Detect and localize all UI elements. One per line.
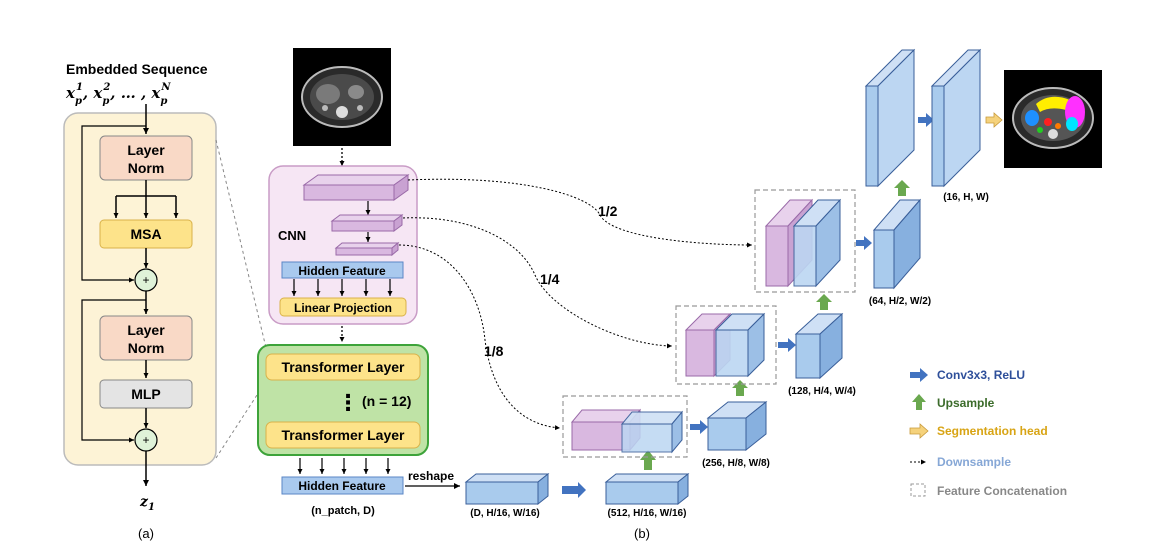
concat-box-1-2 — [754, 189, 856, 293]
upsample-arrow-1 — [640, 450, 656, 470]
caption-a: (a) — [138, 526, 154, 541]
caption-b: (b) — [634, 526, 650, 541]
legend-upsample-label: Upsample — [937, 396, 995, 410]
legend-seghead-label: Segmentation head — [937, 424, 1048, 438]
legend-concat-icon — [910, 483, 926, 497]
reshape-label: reshape — [408, 469, 454, 483]
dim-512: (512, H/16, W/16) — [608, 508, 687, 519]
dim-16: (16, H, W) — [943, 192, 989, 203]
conv-arrow-4 — [856, 236, 872, 250]
n-layers-label: (n = 12) — [362, 393, 411, 409]
legend-upsample-icon — [912, 394, 926, 410]
transformer-layer-1-label: Transformer Layer — [282, 359, 405, 375]
cnn-feature-3 — [334, 241, 400, 257]
hidden-feature-1 — [281, 261, 404, 279]
conv-arrow-3 — [778, 338, 796, 352]
transformer-layer-n — [265, 421, 421, 449]
mlp-label: MLP — [131, 386, 161, 402]
legend-seghead-icon — [909, 423, 929, 439]
output-z1: z1 — [139, 494, 155, 513]
block-512-h16 — [604, 472, 690, 506]
up-feature-1-8 — [620, 410, 684, 454]
block-64-h2 — [872, 198, 922, 290]
legend-conv-label: Conv3x3, ReLU — [937, 368, 1025, 382]
transformer-layer-1 — [265, 353, 421, 381]
skip-1-2 — [407, 178, 753, 248]
conv-arrow-1 — [562, 482, 586, 498]
up-feature-1-2 — [792, 198, 842, 288]
concat-box-1-4 — [675, 305, 777, 385]
vertical-ellipsis: ⋮ — [337, 390, 359, 415]
output-segmentation-image — [1004, 70, 1102, 168]
plus-1: + — [142, 273, 149, 287]
legend-downsample-label: Downsample — [937, 455, 1011, 469]
cnn-feature-1 — [302, 174, 410, 201]
legend-conv-icon — [910, 368, 928, 382]
plus-2: + — [142, 433, 149, 447]
seg-head-arrow — [985, 112, 1003, 128]
dim-256: (256, H/8, W/8) — [702, 458, 770, 469]
skip-1-8 — [398, 244, 561, 431]
transformer-layer-n-label: Transformer Layer — [282, 427, 405, 443]
embedded-sequence-formula: xp1, xp2, … , xpN — [65, 82, 171, 107]
hidden-feature-2 — [281, 476, 404, 495]
conv-arrow-2 — [690, 420, 708, 434]
cnn-feature-2 — [330, 214, 404, 232]
legend-concat-label: Feature Concatenation — [937, 484, 1067, 498]
dim-128: (128, H/4, W/4) — [788, 386, 856, 397]
svg-text:xp1, xp2, … , xpN: xp1, xp2, … , xpN — [65, 82, 171, 107]
block-16-full — [930, 48, 982, 188]
skip-1-4 — [402, 217, 673, 349]
n-patch-label: (n_patch, D) — [311, 505, 375, 517]
upsample-arrow-3 — [816, 294, 832, 310]
block-top-1 — [864, 48, 916, 188]
skip-1-4-label: 1/4 — [540, 271, 560, 287]
block-128-h4 — [794, 312, 844, 380]
seq-x1: x — [65, 84, 76, 102]
cnn-label: CNN — [278, 228, 306, 243]
input-ct-image — [293, 48, 391, 146]
hidden-feature-2-label: Hidden Feature — [298, 479, 386, 493]
conv-arrow-5 — [918, 113, 934, 127]
embedded-sequence-title: Embedded Sequence — [66, 61, 208, 77]
dim-64: (64, H/2, W/2) — [869, 296, 931, 307]
block-d-h16 — [464, 472, 550, 506]
hidden-feature-1-label: Hidden Feature — [298, 264, 386, 278]
skip-1-2-label: 1/2 — [598, 203, 618, 219]
linear-projection-label: Linear Projection — [294, 301, 392, 315]
block-256-h8 — [706, 400, 768, 452]
skip-1-8-label: 1/8 — [484, 343, 504, 359]
upsample-arrow-4 — [894, 180, 910, 196]
upsample-arrow-2 — [732, 380, 748, 396]
concat-box-1-8 — [562, 395, 688, 458]
dim-d: (D, H/16, W/16) — [470, 508, 539, 519]
legend: Conv3x3, ReLU Upsample Segmentation head… — [909, 368, 1067, 498]
up-feature-1-4 — [714, 312, 766, 378]
msa-label: MSA — [130, 226, 161, 242]
linear-projection — [279, 297, 407, 317]
